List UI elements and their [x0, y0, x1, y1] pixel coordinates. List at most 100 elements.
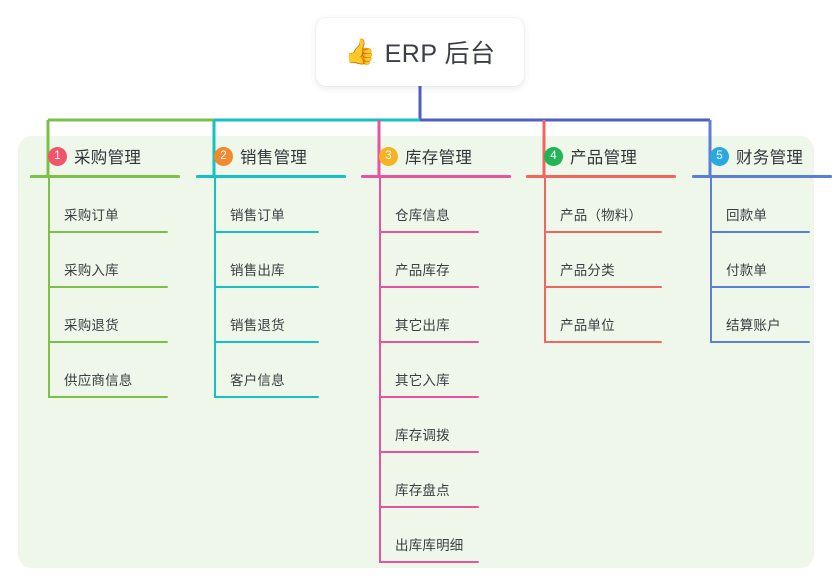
root-node[interactable]: 👍 ERP 后台: [316, 18, 524, 86]
category-item-label: 仓库信息: [395, 208, 450, 223]
category-item[interactable]: 采购入库: [30, 233, 180, 288]
category-spine: [710, 178, 712, 343]
category-item-label: 产品分类: [560, 263, 615, 278]
category-item[interactable]: 采购退货: [30, 288, 180, 343]
category-title: 财务管理: [736, 149, 804, 167]
thumbs-up-icon: 👍: [344, 37, 376, 66]
category-item[interactable]: 产品分类: [526, 233, 676, 288]
category-item-label: 产品（物料）: [560, 208, 643, 223]
category-item-label: 库存调拨: [395, 428, 450, 443]
category-item-underline: [48, 286, 168, 288]
category-title: 库存管理: [405, 149, 473, 167]
category-number-badge: 3: [379, 146, 398, 166]
category-item-underline: [48, 231, 168, 233]
category-spine: [379, 178, 381, 563]
category-underline: [30, 175, 180, 178]
category-item-label: 采购入库: [64, 263, 119, 278]
category-spine: [214, 178, 216, 398]
category-item-label: 付款单: [726, 263, 768, 278]
category-item-label: 库存盘点: [395, 483, 450, 498]
category-item-list: 销售订单销售出库销售退货客户信息: [196, 178, 346, 398]
category-item-underline: [379, 231, 479, 233]
category-item-list: 采购订单采购入库采购退货供应商信息: [30, 178, 180, 398]
category-item-list: 仓库信息产品库存其它出库其它入库库存调拨库存盘点出库库明细: [361, 178, 511, 563]
category-item-underline: [214, 231, 319, 233]
category-item-underline: [544, 286, 662, 288]
category-item-underline: [48, 396, 168, 398]
category-item[interactable]: 产品库存: [361, 233, 511, 288]
category-item[interactable]: 销售出库: [196, 233, 346, 288]
category-title: 销售管理: [240, 149, 308, 167]
category-column-5: 5 财务管理回款单付款单结算账户: [692, 144, 832, 343]
category-item-label: 回款单: [726, 208, 768, 223]
category-spine: [544, 178, 546, 343]
diagram-background-panel: [18, 136, 814, 568]
category-item[interactable]: 采购订单: [30, 178, 180, 233]
category-item-label: 其它入库: [395, 373, 450, 388]
category-item-label: 其它出库: [395, 318, 450, 333]
category-title: 采购管理: [74, 149, 142, 167]
category-item-underline: [710, 341, 810, 343]
category-item[interactable]: 仓库信息: [361, 178, 511, 233]
category-item-label: 出库库明细: [395, 538, 464, 553]
category-item[interactable]: 产品单位: [526, 288, 676, 343]
category-item-underline: [214, 396, 319, 398]
category-item-underline: [379, 451, 479, 453]
category-item[interactable]: 付款单: [692, 233, 832, 288]
category-item-underline: [379, 286, 479, 288]
category-item-underline: [214, 341, 319, 343]
category-item-label: 结算账户: [726, 318, 781, 333]
root-node-title: ERP 后台: [384, 40, 496, 68]
category-column-2: 2 销售管理销售订单销售出库销售退货客户信息: [196, 144, 346, 398]
category-header-3[interactable]: 3 库存管理: [361, 144, 511, 168]
category-spine: [48, 178, 50, 398]
category-item-underline: [48, 341, 168, 343]
category-item-list: 产品（物料） 产品分类产品单位: [526, 178, 676, 343]
category-item[interactable]: 出库库明细: [361, 508, 511, 563]
category-item-label: 采购退货: [64, 318, 119, 333]
category-item[interactable]: 其它入库: [361, 343, 511, 398]
category-item-underline: [379, 396, 479, 398]
category-item-underline: [379, 561, 479, 563]
category-item[interactable]: 销售退货: [196, 288, 346, 343]
category-item-underline: [544, 341, 662, 343]
category-item[interactable]: 销售订单: [196, 178, 346, 233]
category-title: 产品管理: [570, 149, 638, 167]
category-item-list: 回款单付款单结算账户: [692, 178, 832, 343]
category-item-label: 客户信息: [230, 373, 285, 388]
category-column-3: 3 库存管理仓库信息产品库存其它出库其它入库库存调拨库存盘点出库库明细: [361, 144, 511, 563]
category-item-underline: [379, 341, 479, 343]
category-item[interactable]: 供应商信息: [30, 343, 180, 398]
category-underline: [692, 175, 832, 178]
category-underline: [196, 175, 346, 178]
category-item[interactable]: 产品（物料）: [526, 178, 676, 233]
category-number-badge: 2: [214, 146, 233, 166]
category-item-label: 产品单位: [560, 318, 615, 333]
category-item-underline: [710, 286, 810, 288]
category-item-label: 销售出库: [230, 263, 285, 278]
category-item[interactable]: 库存调拨: [361, 398, 511, 453]
category-item[interactable]: 结算账户: [692, 288, 832, 343]
category-header-5[interactable]: 5 财务管理: [692, 144, 832, 168]
category-item-label: 销售退货: [230, 318, 285, 333]
category-item[interactable]: 其它出库: [361, 288, 511, 343]
category-item[interactable]: 客户信息: [196, 343, 346, 398]
category-number-badge: 5: [710, 146, 729, 166]
category-item-underline: [544, 231, 662, 233]
category-item-underline: [710, 231, 810, 233]
category-item-label: 供应商信息: [64, 373, 133, 388]
category-item-underline: [379, 506, 479, 508]
category-item-label: 产品库存: [395, 263, 450, 278]
category-header-2[interactable]: 2 销售管理: [196, 144, 346, 168]
category-item[interactable]: 库存盘点: [361, 453, 511, 508]
category-underline: [361, 175, 511, 178]
category-item-label: 采购订单: [64, 208, 119, 223]
category-item-label: 销售订单: [230, 208, 285, 223]
category-item[interactable]: 回款单: [692, 178, 832, 233]
